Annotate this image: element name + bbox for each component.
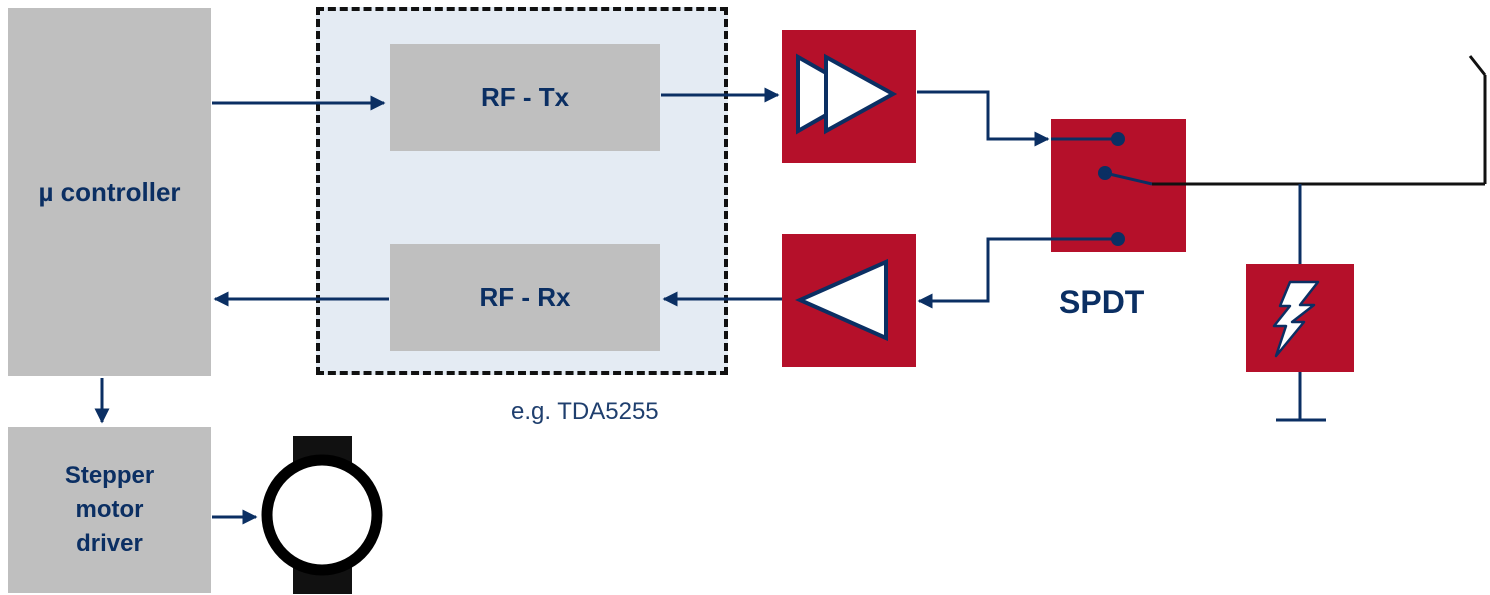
spdt-to-rxamp-line — [917, 237, 1115, 309]
antenna-icon — [1468, 55, 1487, 184]
esd-protection-block — [1246, 264, 1354, 372]
ground-icon — [1276, 372, 1326, 422]
spdt-label: SPDT — [1059, 284, 1145, 320]
double-triangle-amplifier-icon — [796, 53, 898, 135]
lightning-bolt-icon — [1272, 280, 1320, 358]
microcontroller-label: µ controller — [38, 176, 181, 207]
stepper-driver-label-line3: driver — [76, 530, 143, 557]
rf-rx-label: RF - Rx — [479, 282, 571, 312]
motor-icon — [261, 436, 383, 594]
rf-rx-block: RF - Rx — [390, 244, 660, 351]
rf-tx-block: RF - Tx — [390, 44, 660, 151]
stepper-driver-label-line2: motor — [75, 496, 144, 523]
transceiver-caption: e.g. TDA5255 — [511, 398, 659, 425]
stepper-driver-block: Stepper motor driver — [8, 427, 211, 593]
microcontroller-block: µ controller — [8, 8, 211, 376]
triangle-amplifier-icon — [795, 258, 888, 342]
spdt-switch-icon — [1051, 132, 1186, 246]
amp-to-spdt-line — [917, 90, 1050, 147]
rf-tx-label: RF - Tx — [480, 82, 570, 112]
stepper-driver-label-line1: Stepper — [64, 462, 155, 489]
